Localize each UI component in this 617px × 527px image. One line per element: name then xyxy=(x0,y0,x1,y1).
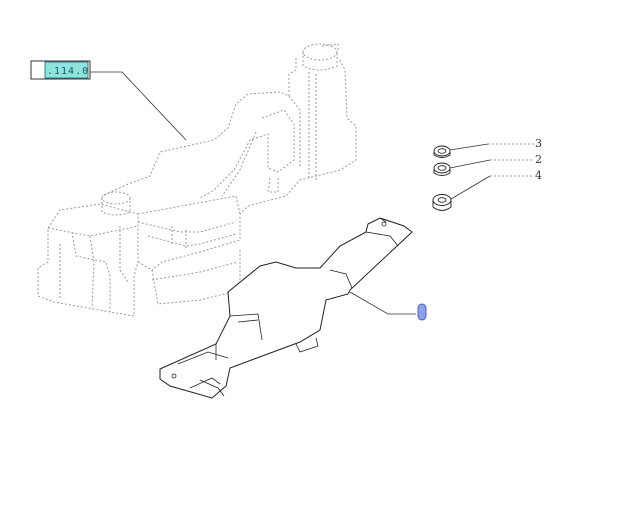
highlight-marker[interactable] xyxy=(417,303,427,321)
callout-2-leader xyxy=(449,159,491,169)
guard-plate xyxy=(159,217,413,399)
callout-3-leader xyxy=(449,143,489,151)
callout-number-3[interactable]: 3 xyxy=(535,137,542,150)
bushing-4 xyxy=(432,194,452,211)
washer-2 xyxy=(433,162,451,176)
reference-leader-line xyxy=(90,71,187,141)
callout-4-leader xyxy=(450,175,491,200)
callout-number-4[interactable]: 4 xyxy=(535,169,542,182)
callout-number-2[interactable]: 2 xyxy=(535,153,542,166)
marker-leader-line xyxy=(349,291,416,315)
reference-box[interactable]: .114.0 xyxy=(30,60,91,80)
washer-3 xyxy=(433,145,451,158)
reference-box-label: .114.0 xyxy=(47,66,89,77)
